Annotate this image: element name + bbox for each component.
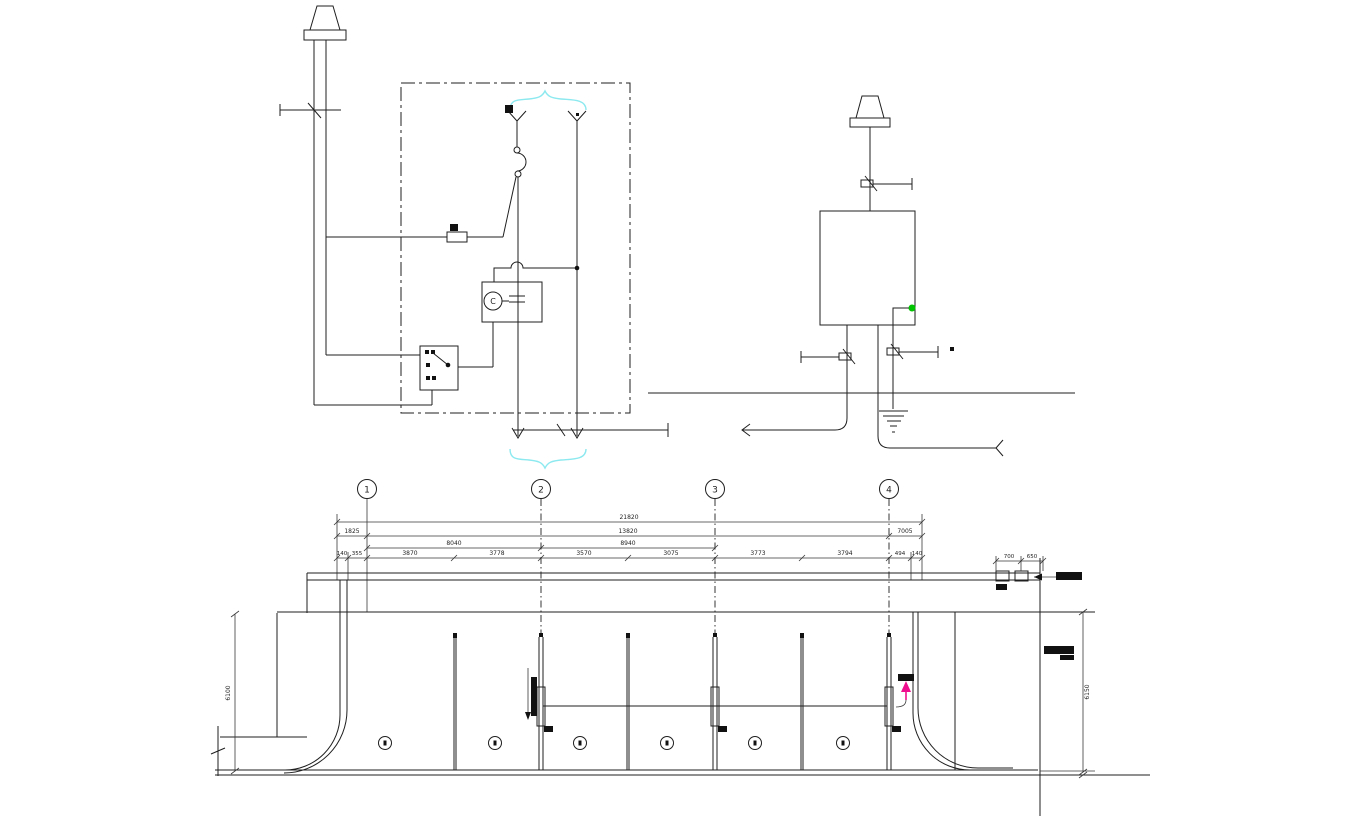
riser-pipe bbox=[313, 40, 327, 405]
dim-row3-a: 8040 bbox=[446, 540, 461, 547]
equipment-box bbox=[819, 210, 916, 326]
sluice-gate-4 bbox=[884, 633, 914, 770]
dimension-row-3: 8040 8940 bbox=[363, 540, 719, 552]
dim-row2-a: 1825 bbox=[344, 528, 359, 535]
left-outlet-valve bbox=[800, 348, 856, 365]
grid-bubble-label: 1 bbox=[364, 486, 370, 496]
flow-tag bbox=[898, 674, 914, 681]
dim-row4-2: 3870 bbox=[402, 550, 417, 557]
pipe-break-symbol bbox=[210, 726, 226, 776]
dimension-row-overall: 21820 bbox=[333, 514, 926, 580]
ground-terminal-dot bbox=[908, 304, 916, 312]
dim-row2-b: 13820 bbox=[618, 528, 637, 535]
level-reference-line bbox=[513, 423, 669, 437]
terminal-tag bbox=[505, 105, 513, 113]
capacitor-plates-icon bbox=[502, 295, 525, 303]
right-outlet-valve bbox=[886, 343, 954, 360]
dim-row4-1: 355 bbox=[352, 551, 363, 557]
sluice-gate-3 bbox=[710, 633, 727, 770]
motor-label: C bbox=[490, 297, 496, 306]
junction-dot bbox=[574, 265, 580, 271]
grid-bubble-1: 1 bbox=[357, 479, 377, 612]
dim-height-right: 6150 bbox=[1084, 684, 1091, 699]
breaker-arc-icon bbox=[516, 152, 527, 172]
grid-bubble-3: 3 bbox=[705, 479, 725, 636]
tank-shell bbox=[210, 558, 1150, 816]
compartment-marker bbox=[573, 736, 587, 750]
dimension-height-right: 6150 bbox=[1040, 608, 1095, 779]
ground-lead bbox=[892, 307, 909, 325]
pump-control-schematic: C bbox=[279, 5, 669, 470]
tank-unit-schematic bbox=[648, 95, 1075, 457]
leader-arrow-icon bbox=[1034, 573, 1042, 581]
compartment-marker bbox=[378, 736, 392, 750]
sluice-gate-2 bbox=[525, 633, 553, 770]
fuse-icon bbox=[446, 231, 468, 243]
grid-bubble-label: 2 bbox=[538, 486, 544, 496]
dim-row4-9: 140 bbox=[912, 551, 923, 557]
compartment-marker bbox=[748, 736, 762, 750]
compartment-markers bbox=[378, 736, 850, 750]
fuse-tag bbox=[450, 224, 458, 231]
dim-row4-6: 3773 bbox=[750, 550, 765, 557]
dim-overall: 21820 bbox=[619, 514, 638, 521]
left-conductor bbox=[505, 105, 527, 439]
compartment-marker bbox=[660, 736, 674, 750]
flow-arrow-head bbox=[901, 681, 911, 692]
dim-row4-0: 140 bbox=[337, 551, 348, 557]
switch-blade-icon bbox=[432, 352, 449, 366]
dimension-height-left: 6100 bbox=[225, 610, 240, 775]
earth-ground-icon bbox=[879, 325, 908, 433]
weir-detail: 700 650 bbox=[992, 554, 1082, 590]
detail-label-tag bbox=[1056, 572, 1082, 580]
dim-row4-4: 3570 bbox=[576, 550, 591, 557]
compartment-marker bbox=[488, 736, 502, 750]
gate-actuator-tag bbox=[531, 677, 537, 716]
note-label-tag bbox=[1044, 646, 1074, 660]
outlet-pipe bbox=[912, 612, 1013, 771]
dim-row4-8: 494 bbox=[895, 551, 906, 557]
grid-bubble-label: 3 bbox=[712, 486, 718, 496]
inlet-pipe bbox=[283, 580, 348, 774]
brace-top-icon bbox=[509, 89, 587, 111]
dim-detail-a: 700 bbox=[1004, 554, 1015, 560]
dim-height-left: 6100 bbox=[225, 685, 232, 700]
outlet-left-pipe bbox=[741, 325, 848, 437]
dim-row3-b: 8940 bbox=[620, 540, 635, 547]
grid-bubble-2: 2 bbox=[531, 479, 551, 636]
dimension-row-2: 1825 13820 7005 bbox=[333, 528, 926, 540]
vent-cone-icon bbox=[303, 5, 347, 41]
dim-row4-7: 3794 bbox=[837, 550, 852, 557]
brace-bottom-icon bbox=[509, 448, 587, 470]
compartment-marker bbox=[836, 736, 850, 750]
stem-valve bbox=[860, 175, 913, 192]
right-conductor bbox=[567, 110, 587, 439]
baffle-walls bbox=[453, 633, 804, 770]
tank-section-elevation: 1 2 3 4 21820 1825 13820 7005 bbox=[210, 479, 1150, 816]
pipe-valve-tick bbox=[279, 102, 341, 119]
outlet-right-pipe bbox=[877, 325, 1004, 457]
dimension-row-4: 140 355 3870 3778 3570 3075 3773 3794 49… bbox=[333, 550, 926, 580]
grid-bubble-4: 4 bbox=[879, 479, 899, 636]
selector-switch bbox=[314, 322, 494, 406]
dim-row2-c: 7005 bbox=[897, 528, 912, 535]
down-arrow-icon bbox=[525, 712, 531, 720]
motor-capacitor-unit: C bbox=[481, 261, 575, 323]
dim-row4-3: 3778 bbox=[489, 550, 504, 557]
grid-bubble-label: 4 bbox=[886, 486, 892, 496]
fuse-branch bbox=[326, 176, 517, 243]
vent-cone-icon bbox=[849, 95, 891, 128]
dim-row4-5: 3075 bbox=[663, 550, 678, 557]
control-panel-boundary bbox=[400, 82, 631, 414]
dim-detail-b: 650 bbox=[1027, 554, 1038, 560]
